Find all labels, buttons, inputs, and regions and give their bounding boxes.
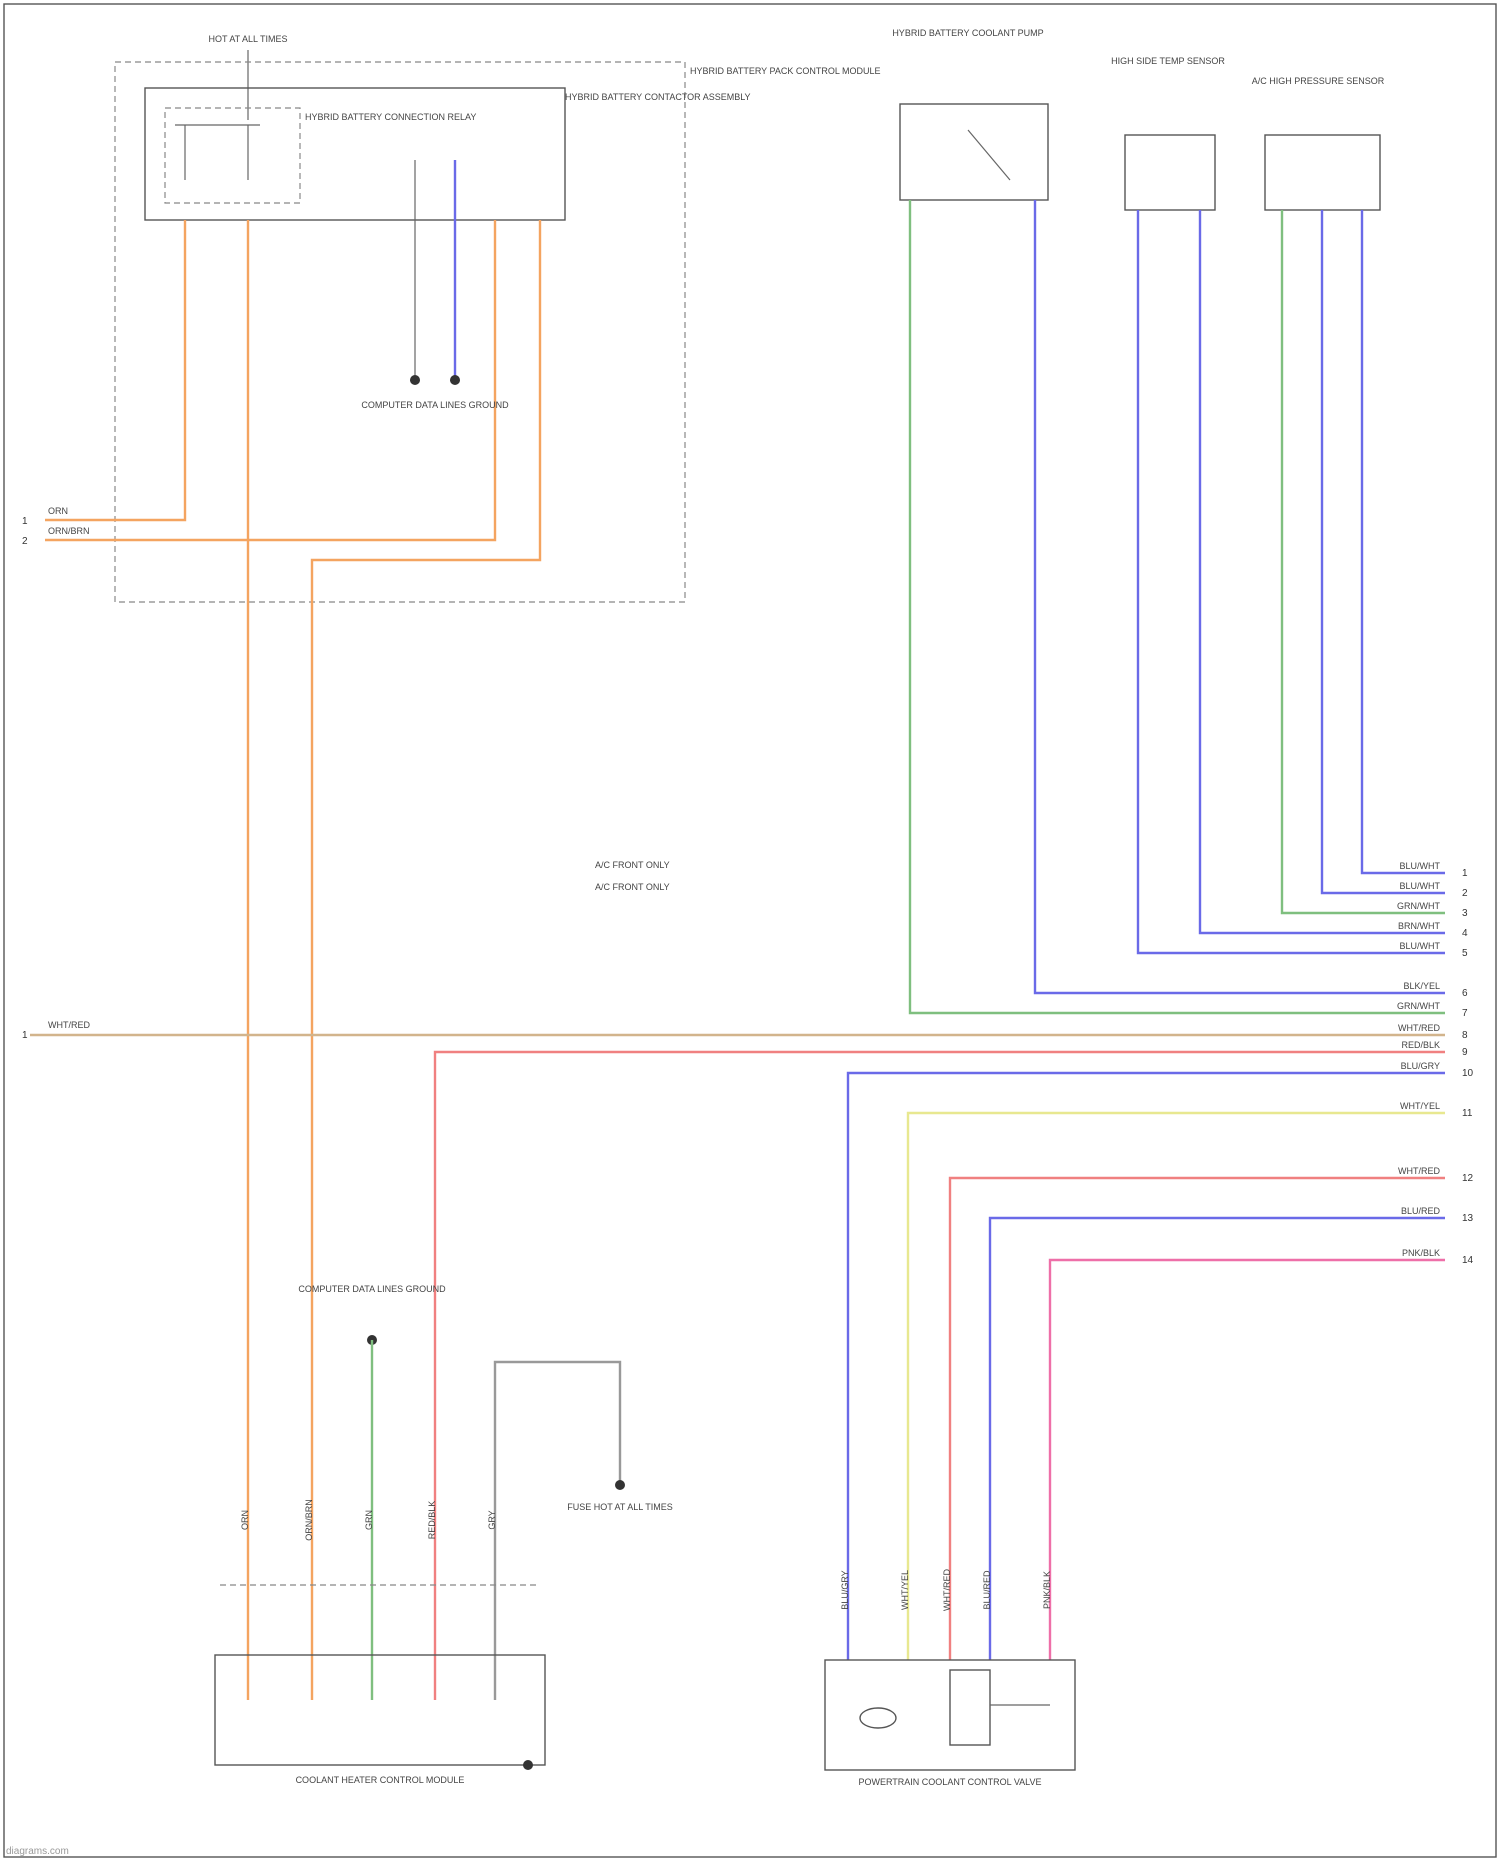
- pressure-sensor-box: [1265, 135, 1380, 210]
- bottom-left-wire-label-4: RED/BLK: [427, 1501, 437, 1540]
- right-wire-label-6: BLK/YEL: [1403, 981, 1440, 991]
- battery-pack-module-box: [115, 62, 685, 602]
- bottom-right-wire-label-1: BLU/GRY: [840, 1570, 850, 1609]
- left-wire-label-2: ORN/BRN: [48, 526, 90, 536]
- bottom-right-wire-label-3: WHT/RED: [942, 1569, 952, 1611]
- ground-splice-1: [410, 375, 420, 385]
- coolant-valve-label: POWERTRAIN COOLANT CONTROL VALVE: [858, 1777, 1041, 1787]
- wht-red-wire: [950, 1178, 1445, 1660]
- gry-fuse-wire: [495, 1362, 620, 1700]
- left-mid-pin: 1: [22, 1030, 28, 1041]
- bottom-ground-label: COMPUTER DATA LINES GROUND: [298, 1284, 446, 1294]
- left-wire-label-1: ORN: [48, 506, 68, 516]
- right-wire-label-5: BLU/WHT: [1400, 941, 1441, 951]
- right-pin-8: 8: [1462, 1030, 1468, 1041]
- pressure-sensor-label: A/C HIGH PRESSURE SENSOR: [1252, 76, 1385, 86]
- bottom-left-wire-label-1: ORN: [240, 1510, 250, 1530]
- temp-sensor-box: [1125, 135, 1215, 210]
- right-pin-1: 1: [1462, 868, 1468, 879]
- legend-1: A/C FRONT ONLY: [595, 860, 670, 870]
- fuse-splice: [615, 1480, 625, 1490]
- right-pin-2: 2: [1462, 888, 1468, 899]
- legend-2: A/C FRONT ONLY: [595, 882, 670, 892]
- red-blk-wire: [435, 1052, 1445, 1700]
- watermark: diagrams.com: [6, 1846, 69, 1857]
- right-wire-label-2: BLU/WHT: [1400, 881, 1441, 891]
- hot-at-all-times-label: HOT AT ALL TIMES: [208, 34, 287, 44]
- bottom-right-wire-label-4: BLU/RED: [982, 1570, 992, 1610]
- coolant-pump-switch: [968, 130, 1010, 180]
- right-pin-12: 12: [1462, 1173, 1474, 1184]
- coolant-heater-ground-dot: [523, 1760, 533, 1770]
- right-wire-label-7: GRN/WHT: [1397, 1001, 1440, 1011]
- grn-wht-bus-wire-3: [1282, 210, 1445, 913]
- right-wire-label-3: GRN/WHT: [1397, 901, 1440, 911]
- bottom-right-wire-label-2: WHT/YEL: [900, 1570, 910, 1610]
- diagram-frame: [4, 4, 1496, 1857]
- right-wire-label-12: WHT/RED: [1398, 1166, 1440, 1176]
- right-pin-11: 11: [1462, 1108, 1473, 1119]
- right-pin-3: 3: [1462, 908, 1468, 919]
- right-pin-4: 4: [1462, 928, 1468, 939]
- left-pin-2: 2: [22, 536, 28, 547]
- pnk-blk-wire: [1050, 1260, 1445, 1660]
- blu-wht-bus-wire-5: [1138, 210, 1445, 953]
- right-wire-label-14: PNK/BLK: [1402, 1248, 1440, 1258]
- bottom-left-wire-label-3: GRN: [364, 1510, 374, 1530]
- right-pin-13: 13: [1462, 1213, 1474, 1224]
- right-wire-label-10: BLU/GRY: [1401, 1061, 1440, 1071]
- blu-red-wire: [990, 1218, 1445, 1660]
- left-pin-1: 1: [22, 516, 28, 527]
- blu-wht-bus-wire-1: [1362, 210, 1445, 873]
- right-wire-label-9: RED/BLK: [1401, 1040, 1440, 1050]
- right-connector-labels: BLU/WHT BLU/WHT GRN/WHT BRN/WHT BLU/WHT …: [1397, 861, 1474, 1266]
- coolant-pump-box: [900, 104, 1048, 200]
- grn-wht-bus-wire: [910, 200, 1445, 1013]
- orn-brn-wire-2: [312, 220, 540, 1700]
- coolant-valve-inner: [950, 1670, 990, 1745]
- coolant-heater-module-label: COOLANT HEATER CONTROL MODULE: [296, 1775, 465, 1785]
- orn-brn-wire-1: [45, 220, 495, 540]
- right-wire-label-8: WHT/RED: [1398, 1023, 1440, 1033]
- coolant-pump-label: HYBRID BATTERY COOLANT PUMP: [892, 28, 1043, 38]
- blu-gry-wire: [848, 1073, 1445, 1660]
- relay-label: HYBRID BATTERY CONNECTION RELAY: [305, 112, 476, 122]
- bottom-right-wire-label-5: PNK/BLK: [1042, 1571, 1052, 1609]
- right-pin-9: 9: [1462, 1047, 1468, 1058]
- right-wire-label-4: BRN/WHT: [1398, 921, 1440, 931]
- right-pin-5: 5: [1462, 948, 1468, 959]
- left-mid-wire-label: WHT/RED: [48, 1020, 90, 1030]
- right-wire-label-11: WHT/YEL: [1400, 1101, 1440, 1111]
- bottom-left-wire-label-5: GRY: [487, 1510, 497, 1529]
- right-pin-7: 7: [1462, 1008, 1468, 1019]
- battery-pack-module-label: HYBRID BATTERY PACK CONTROL MODULE: [690, 66, 881, 76]
- bottom-left-wire-label-2: ORN/BRN: [304, 1499, 314, 1541]
- ground-splice-2: [450, 375, 460, 385]
- top-ground-label: COMPUTER DATA LINES GROUND: [361, 400, 509, 410]
- right-wire-label-13: BLU/RED: [1401, 1206, 1441, 1216]
- right-pin-10: 10: [1462, 1068, 1474, 1079]
- right-pin-6: 6: [1462, 988, 1468, 999]
- blu-wht-bus-wire-2: [1322, 210, 1445, 893]
- contactor-assembly-label: HYBRID BATTERY CONTACTOR ASSEMBLY: [565, 92, 751, 102]
- right-pin-14: 14: [1462, 1255, 1474, 1266]
- fuse-label: FUSE HOT AT ALL TIMES: [567, 1502, 673, 1512]
- coolant-valve-motor: [860, 1708, 896, 1728]
- temp-sensor-label: HIGH SIDE TEMP SENSOR: [1111, 56, 1225, 66]
- right-wire-label-1: BLU/WHT: [1400, 861, 1441, 871]
